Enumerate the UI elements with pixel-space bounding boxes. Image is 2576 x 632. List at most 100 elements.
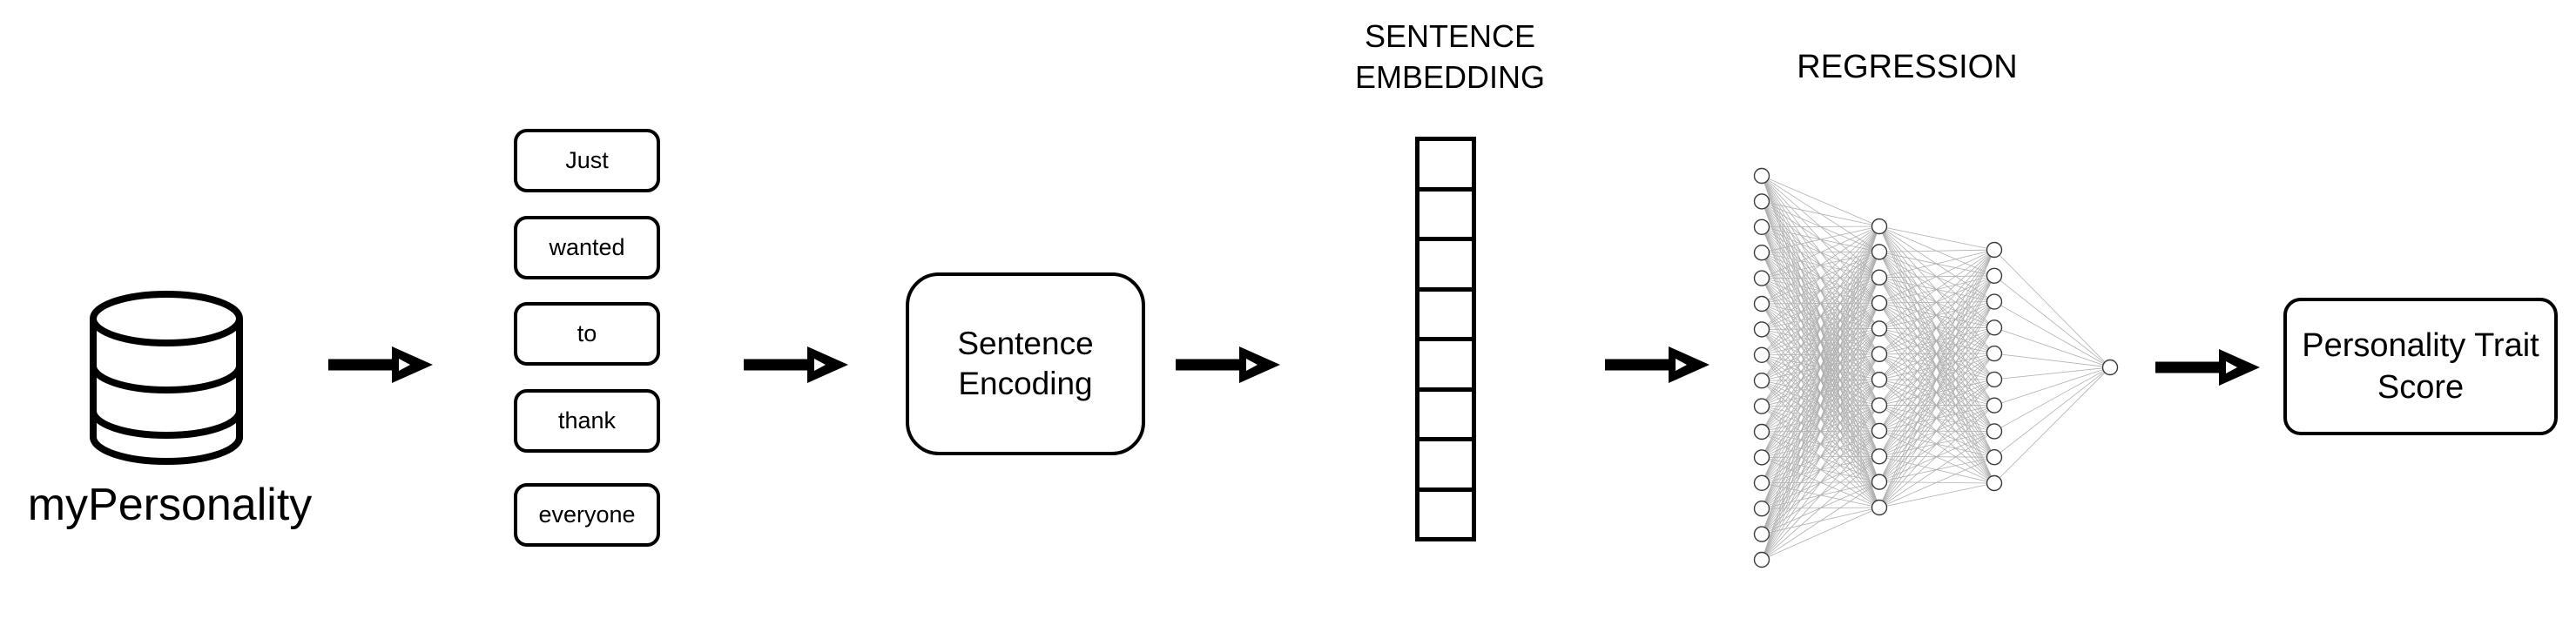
arrow-right-icon (328, 346, 433, 383)
network-node (1986, 319, 2003, 336)
network-node (1986, 345, 2003, 362)
network-edge (1761, 225, 1880, 381)
network-node (1871, 320, 1888, 337)
network-edge (1878, 379, 1995, 508)
network-node (1986, 267, 2003, 284)
personality-trait-score-box: Personality Trait Score (2283, 298, 2558, 435)
network-edge (1761, 225, 1880, 458)
network-node (1753, 346, 1770, 364)
network-node (1753, 295, 1770, 313)
network-edge (1878, 249, 1995, 482)
embedding-title-line2: EMBEDDING (1354, 59, 1546, 95)
network-node (1871, 422, 1888, 440)
network-edge (1761, 225, 1880, 279)
network-edge (1993, 353, 2111, 368)
network-edge (1993, 366, 2111, 407)
network-node (1871, 499, 1888, 516)
network-node (1753, 244, 1770, 261)
network-edge (1878, 327, 1995, 508)
network-edge (1761, 252, 1880, 561)
network-edge (1993, 366, 2111, 380)
neural-network-diagram (1753, 167, 2119, 568)
network-edge (1761, 481, 1880, 561)
network-edge (1761, 353, 1880, 561)
token-box: wanted (514, 216, 660, 279)
embedding-cell (1419, 337, 1472, 387)
sentence-encoding-label-line1: Sentence (957, 326, 1094, 361)
network-node (1871, 371, 1888, 388)
network-edge (1878, 249, 1995, 329)
sentence-encoding-box: Sentence Encoding (906, 272, 1145, 455)
network-node (1986, 423, 2003, 440)
token-box: thank (514, 389, 660, 453)
network-node (1986, 241, 2003, 259)
network-edge (1761, 225, 1880, 356)
network-node (1871, 448, 1888, 465)
arrow-right-icon (1176, 346, 1280, 383)
network-edge (1878, 249, 1995, 508)
network-node (1986, 293, 2003, 310)
sentence-encoding-label-line2: Encoding (958, 366, 1093, 401)
network-node (1753, 193, 1770, 210)
network-node (1753, 474, 1770, 491)
network-edge (1993, 301, 2111, 368)
score-label-line2: Score (2377, 369, 2465, 406)
embedding-title: SENTENCE EMBEDDING (1319, 16, 1581, 97)
network-edge (1761, 225, 1880, 228)
network-node (1753, 398, 1770, 414)
network-node (1871, 346, 1888, 363)
network-edge (1761, 225, 1880, 433)
network-node (1871, 218, 1888, 235)
network-node (1753, 449, 1770, 466)
network-node (1986, 449, 2003, 466)
network-edge (1878, 249, 1995, 457)
network-edge (1993, 366, 2111, 484)
network-edge (1761, 225, 1880, 509)
network-edge (1761, 225, 1880, 561)
token-box: everyone (514, 483, 660, 547)
network-edge (1761, 328, 1880, 561)
score-label-line1: Personality Trait (2302, 327, 2539, 364)
embedding-cell (1419, 286, 1472, 338)
network-edge (1878, 249, 1995, 432)
network-node (1986, 474, 2003, 492)
network-node (2101, 359, 2119, 376)
network-edge (1878, 482, 1995, 508)
network-edge (1878, 249, 1995, 304)
network-edge (1878, 249, 1995, 406)
network-edge (1878, 353, 1995, 508)
network-edge (1878, 225, 1995, 251)
database-label: myPersonality (27, 480, 313, 530)
network-edge (1761, 405, 1880, 561)
regression-title: REGRESSION (1797, 49, 2018, 85)
network-node (1753, 167, 1770, 185)
network-edge (1761, 175, 1880, 227)
arrow-right-icon (744, 346, 848, 383)
network-edge (1878, 431, 1995, 508)
network-edge (1761, 430, 1880, 561)
database-icon (90, 291, 243, 465)
network-edge (1878, 456, 1995, 508)
embedding-cell (1419, 186, 1472, 238)
network-edge (1993, 366, 2111, 458)
network-edge (1878, 249, 1995, 355)
network-edge (1761, 302, 1880, 561)
network-edge (1878, 405, 1995, 508)
network-node (1753, 501, 1770, 517)
network-edge (1761, 225, 1880, 305)
network-node (1753, 321, 1770, 338)
network-edge (1878, 249, 1995, 380)
network-edge (1993, 275, 2111, 368)
network-edge (1993, 326, 2111, 368)
network-node (1753, 551, 1770, 568)
network-node (1871, 474, 1888, 490)
embedding-vector (1415, 137, 1476, 541)
network-edge (1878, 249, 1995, 279)
network-edge (1761, 455, 1880, 561)
network-edge (1761, 225, 1880, 330)
embedding-cell (1419, 237, 1472, 287)
network-node (1753, 270, 1770, 286)
network-node (1871, 244, 1888, 260)
network-node (1871, 269, 1888, 286)
